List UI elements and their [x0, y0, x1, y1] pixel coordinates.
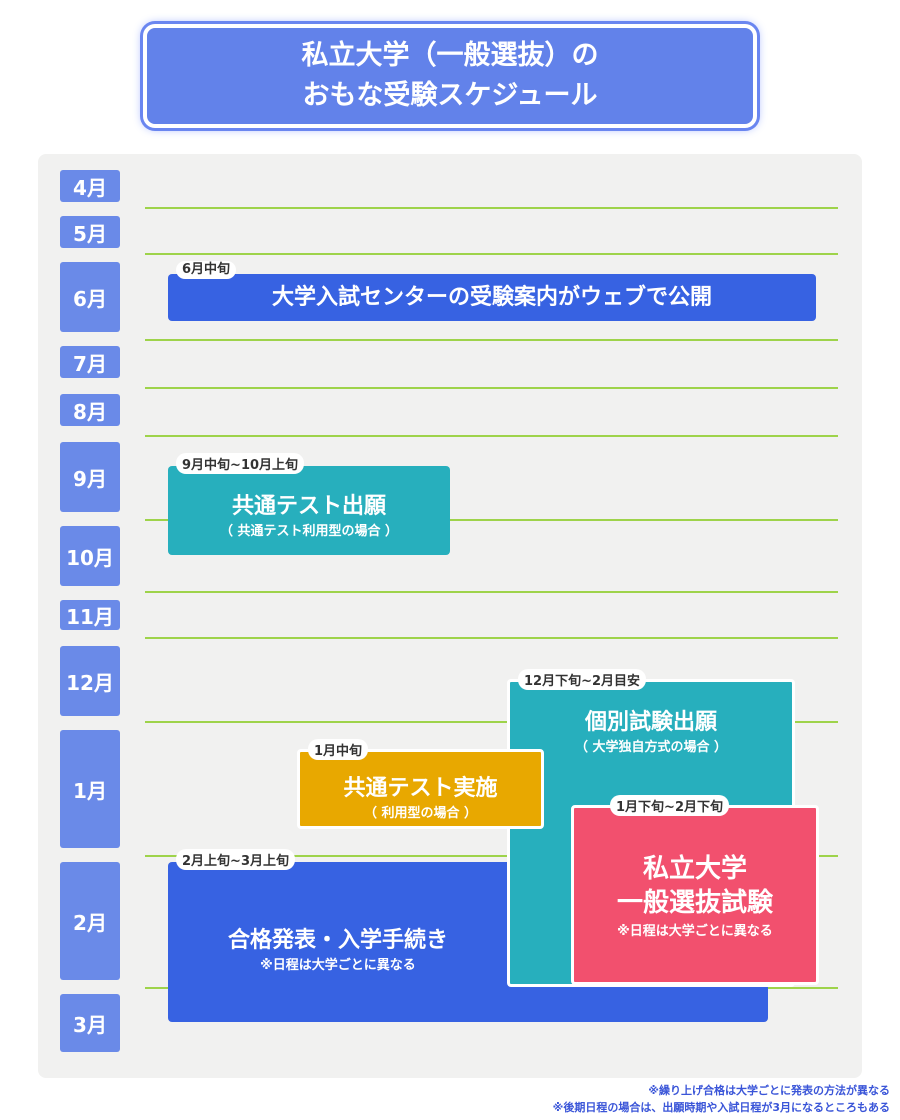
month-label: 8月 [60, 394, 120, 426]
divider [145, 435, 838, 437]
footnote: ※繰り上げ合格は大学ごとに発表の方法が異なる [648, 1084, 890, 1097]
event-common-test-application: 9月中旬~10月上旬 共通テスト出願 （ 共通テスト利用型の場合 ） [168, 453, 450, 555]
divider [145, 387, 838, 389]
month-label: 6月 [60, 262, 120, 332]
event-guide-publish: 6月中旬 大学入試センターの受験案内がウェブで公開 [168, 261, 816, 321]
month-label: 5月 [60, 216, 120, 248]
month-label: 9月 [60, 442, 120, 512]
divider [145, 207, 838, 209]
month-label: 1月 [60, 730, 120, 848]
divider [145, 721, 838, 723]
page-title: 私立大学（一般選抜）の おもな受験スケジュール [143, 24, 757, 128]
month-label: 10月 [60, 526, 120, 586]
divider [145, 637, 838, 639]
footnote: ※後期日程の場合は、出願時期や入試日程が3月になるところもある [552, 1101, 890, 1114]
month-label: 4月 [60, 170, 120, 202]
event-common-test: 1月中旬 共通テスト実施 （ 利用型の場合 ） [297, 739, 544, 829]
event-general-exam: 1月下旬~2月下旬 私立大学 一般選抜試験 ※日程は大学ごとに異なる [571, 795, 819, 985]
month-label: 7月 [60, 346, 120, 378]
divider [145, 519, 838, 521]
divider [145, 855, 838, 857]
month-label: 2月 [60, 862, 120, 980]
month-label: 11月 [60, 600, 120, 630]
month-label: 3月 [60, 994, 120, 1052]
month-label: 12月 [60, 646, 120, 716]
divider [145, 253, 838, 255]
divider [145, 339, 838, 341]
divider [145, 591, 838, 593]
